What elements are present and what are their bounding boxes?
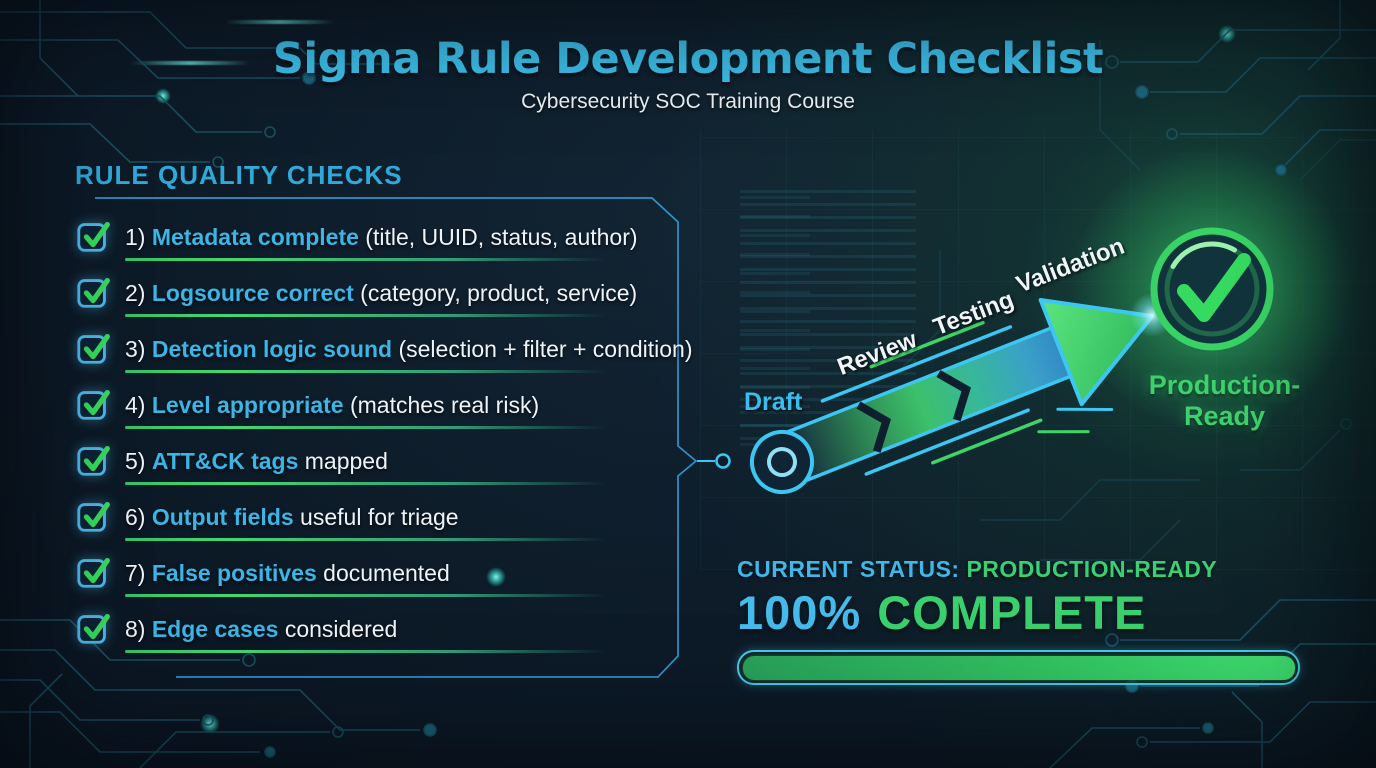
item-number: 2)	[125, 280, 146, 306]
progress-bar-fill	[742, 655, 1295, 680]
checkbox-checked-icon	[75, 609, 113, 647]
item-keyword: Detection logic sound	[151, 336, 393, 362]
checklist-item: 2) Logsource correct (category, product,…	[75, 273, 638, 317]
checkbox-checked-icon	[75, 273, 113, 311]
page-title: Sigma Rule Development Checklist	[272, 34, 1104, 84]
checklist-heading: RULE QUALITY CHECKS	[75, 160, 403, 190]
status-value: PRODUCTION-READY	[966, 556, 1218, 582]
item-keyword: Edge cases	[151, 616, 279, 642]
item-text: (selection + filter + condition)	[392, 336, 693, 362]
item-text: (category, product, service)	[353, 280, 638, 306]
status-label: CURRENT STATUS:	[737, 556, 960, 582]
circuit-glow-streak	[130, 61, 250, 65]
circuit-traces-top-right	[1105, 0, 1376, 176]
item-keyword: Metadata complete	[151, 224, 359, 250]
item-number: 4)	[125, 392, 146, 418]
checklist-panel-frame	[95, 197, 731, 678]
item-text: (title, UUID, status, author)	[358, 224, 638, 250]
check-badge-icon	[1150, 227, 1274, 351]
checkbox-checked-icon	[75, 553, 113, 591]
page-subtitle: Cybersecurity SOC Training Course	[521, 90, 855, 113]
progress-bar	[737, 650, 1300, 685]
item-keyword: ATT&CK tags	[151, 448, 299, 474]
item-text: documented	[316, 560, 450, 586]
item-underline	[125, 482, 607, 485]
faint-code-decor	[740, 196, 810, 446]
circuit-glow-dot	[486, 567, 506, 587]
item-keyword: Output fields	[151, 504, 294, 530]
checkbox-checked-icon	[75, 217, 113, 255]
item-underline	[125, 370, 607, 373]
item-text: considered	[278, 616, 398, 642]
stage-label-draft: Draft	[744, 388, 803, 416]
checkbox-checked-icon	[75, 329, 113, 367]
item-text: mapped	[298, 448, 388, 474]
checklist-item: 4) Level appropriate (matches real risk)	[75, 387, 635, 429]
item-underline	[125, 594, 607, 597]
result-line1: Production-	[1148, 370, 1301, 400]
item-underline	[125, 314, 607, 317]
item-underline	[125, 258, 607, 261]
item-underline	[125, 650, 607, 653]
checkbox-checked-icon	[75, 441, 113, 479]
result-label: Production- Ready	[1127, 370, 1322, 432]
circuit-traces-mid-right	[899, 40, 1376, 561]
checklist-item: 6) Output fields useful for triage	[75, 499, 635, 541]
result-line2: Ready	[1183, 401, 1266, 431]
checklist-item: 8) Edge cases considered	[75, 611, 635, 653]
item-number: 5)	[125, 448, 146, 474]
progress-arrow-icon	[750, 297, 1155, 494]
item-underline	[125, 538, 607, 541]
item-number: 8)	[125, 616, 146, 642]
status-section: CURRENT STATUS: PRODUCTION-READY 100% CO…	[737, 556, 1300, 685]
item-number: 3)	[125, 336, 146, 362]
connector-node-icon	[715, 453, 731, 469]
circuit-glow-dot	[155, 88, 171, 104]
item-number: 7)	[125, 560, 146, 586]
item-keyword: False positives	[151, 560, 317, 586]
checklist-item: 1) Metadata complete (title, UUID, statu…	[75, 217, 638, 261]
item-number: 1)	[125, 224, 146, 250]
item-underline	[125, 426, 607, 429]
checklist-item: 3) Detection logic sound (selection + fi…	[75, 329, 693, 373]
circuit-traces-top-left	[0, 0, 414, 168]
progress-complete-word: COMPLETE	[877, 586, 1147, 639]
circuit-glow-streak	[225, 20, 335, 24]
checkbox-checked-icon	[75, 385, 113, 423]
item-keyword: Logsource correct	[151, 280, 354, 306]
circuit-traces-bottom-left	[0, 619, 437, 768]
item-text: useful for triage	[293, 504, 459, 530]
checklist-item: 5) ATT&CK tags mapped	[75, 443, 635, 485]
item-number: 6)	[125, 504, 146, 530]
checkbox-checked-icon	[75, 497, 113, 535]
progress-percent: 100%	[737, 586, 862, 639]
checklist: 1) Metadata complete (title, UUID, statu…	[75, 217, 693, 667]
checklist-item: 7) False positives documented	[75, 555, 635, 597]
item-text: (matches real risk)	[343, 392, 540, 418]
item-keyword: Level appropriate	[151, 392, 344, 418]
